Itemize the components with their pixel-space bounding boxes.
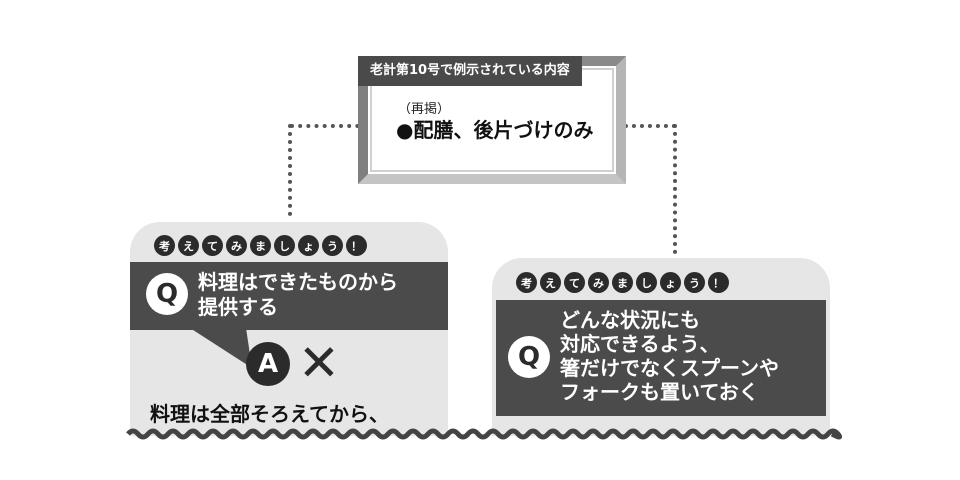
right-question-line4: フォークも置いておく [560,380,759,404]
prompt-char: み [588,272,609,293]
cross-mark-icon: ✕ [298,334,340,392]
prompt-char: し [274,235,295,256]
wavy-cut-edge [0,428,960,478]
connector-left-vertical [288,124,292,216]
connector-right-horizontal [600,124,676,128]
left-answer-text: 料理は全部そろえてから、 [150,402,389,426]
left-prompt-pills: 考 え て み ま し ょ う ！ [154,235,367,256]
left-a-mark: A [246,342,290,386]
prompt-char: ょ [298,235,319,256]
prompt-char: う [684,272,705,293]
right-q-mark: Q [508,336,550,378]
prompt-char: ！ [346,235,367,256]
prompt-char: ！ [708,272,729,293]
frame-item: ●配膳、後片づけのみ [390,114,600,143]
right-question-line1: どんな状況にも [560,308,700,332]
prompt-char: う [322,235,343,256]
right-question-band [496,300,826,416]
right-question-line2: 対応できるよう、 [560,332,720,356]
prompt-char: ま [250,235,271,256]
frame-label: 老計第10号で例示されている内容 [358,56,582,86]
left-question-line1: 料理はできたものから [198,270,398,294]
prompt-char: て [564,272,585,293]
connector-left-horizontal [290,124,384,128]
prompt-char: ょ [660,272,681,293]
right-prompt-pills: 考 え て み ま し ょ う ！ [516,272,729,293]
prompt-char: ま [612,272,633,293]
left-question-line2: 提供する [198,295,278,319]
left-speech-tail [190,328,252,368]
connector-right-vertical [673,124,677,254]
prompt-char: 考 [516,272,537,293]
left-q-mark: Q [146,273,188,315]
prompt-char: し [636,272,657,293]
right-question-line3: 箸だけでなくスプーンや [560,356,779,380]
frame-note: （再掲） [398,102,451,117]
prompt-char: 考 [154,235,175,256]
prompt-char: て [202,235,223,256]
prompt-char: み [226,235,247,256]
prompt-char: え [178,235,199,256]
prompt-char: え [540,272,561,293]
